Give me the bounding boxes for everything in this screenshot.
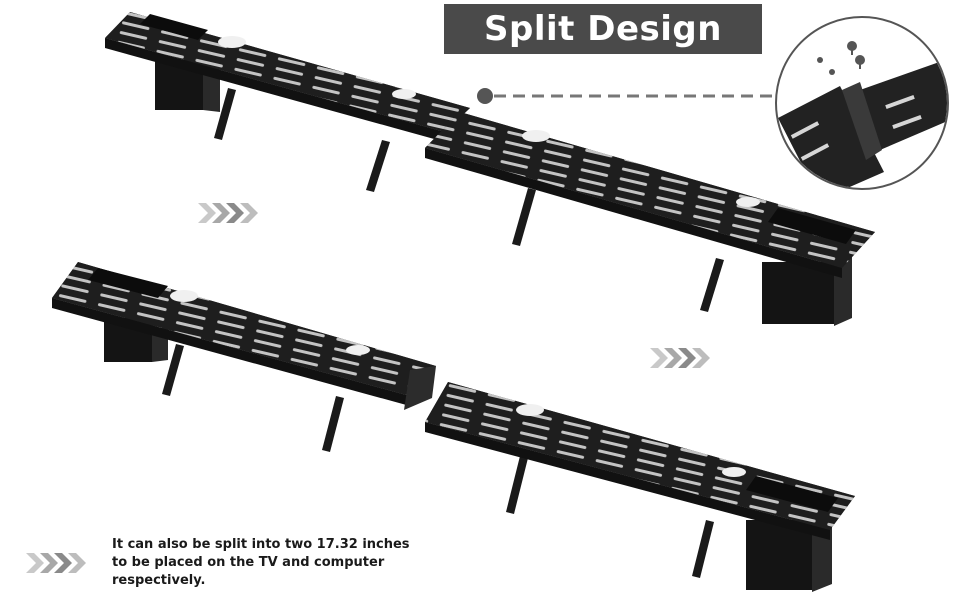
detail-connector (477, 88, 780, 104)
chevron-arrows-icon (198, 203, 258, 223)
chevron-arrows-icon (650, 348, 710, 368)
split-shelf-left (52, 262, 436, 452)
top-shelf-left-half (105, 12, 470, 192)
split-shelf-right (425, 382, 855, 592)
connection-detail-inset (775, 16, 949, 190)
split-design-banner: Split Design (444, 4, 762, 54)
chevron-arrows-icon (26, 553, 86, 573)
split-caption: It can also be split into two 17.32 inch… (112, 537, 410, 588)
top-shelf-right-half (425, 112, 875, 326)
screw-icon (817, 41, 865, 75)
